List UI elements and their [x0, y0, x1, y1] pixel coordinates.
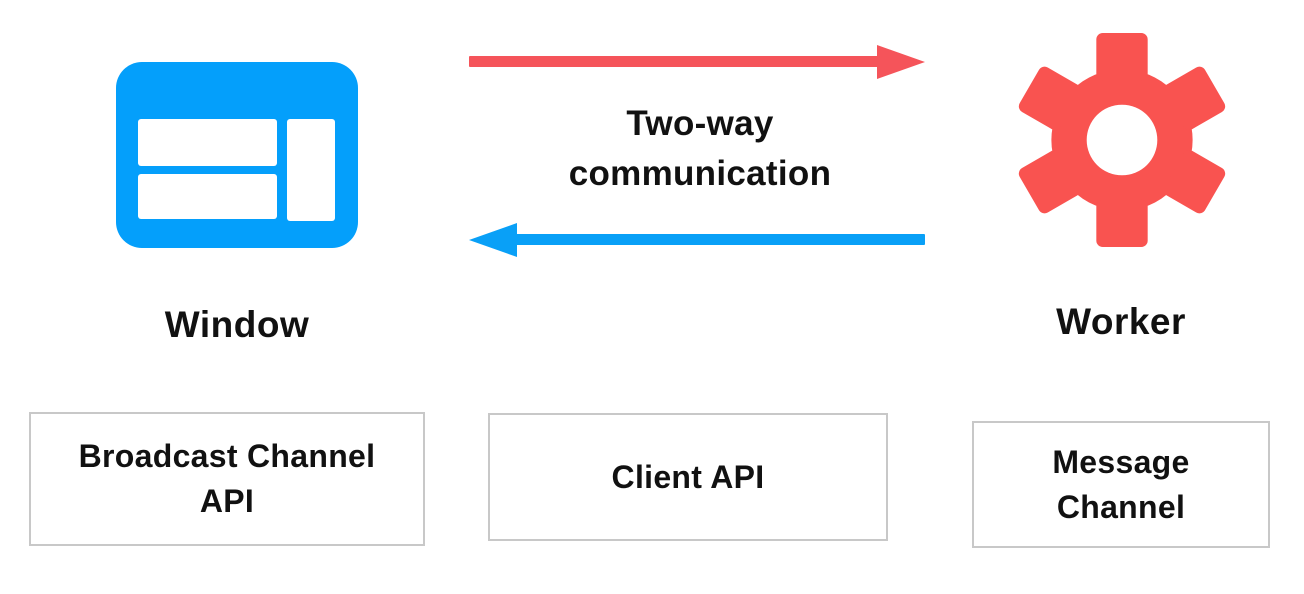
- window-pane-top: [138, 119, 277, 166]
- api-box-broadcast-channel: Broadcast Channel API: [29, 412, 425, 546]
- arrow-left-shaft: [511, 234, 925, 245]
- worker-label: Worker: [1056, 301, 1186, 342]
- arrow-left-head: [469, 223, 517, 257]
- arrow-right-shaft: [469, 56, 883, 67]
- gear-icon: [1018, 33, 1226, 247]
- api-box-message-channel: Message Channel: [972, 421, 1270, 548]
- arrow-left-icon: [469, 223, 925, 257]
- api-box-label: Broadcast Channel API: [78, 438, 376, 519]
- window-label: Window: [164, 304, 310, 345]
- window-pane-bottom: [138, 174, 277, 219]
- arrow-right-icon: [469, 45, 925, 79]
- window-pane-right: [287, 119, 335, 221]
- api-box-label: Message Channel: [1052, 443, 1190, 525]
- arrow-right-head: [877, 45, 925, 79]
- api-box-client-api: Client API: [488, 413, 888, 541]
- browser-window-icon: [116, 62, 358, 248]
- two-way-communication-label: Two-way communication: [568, 104, 832, 194]
- api-box-label: Client API: [611, 458, 765, 495]
